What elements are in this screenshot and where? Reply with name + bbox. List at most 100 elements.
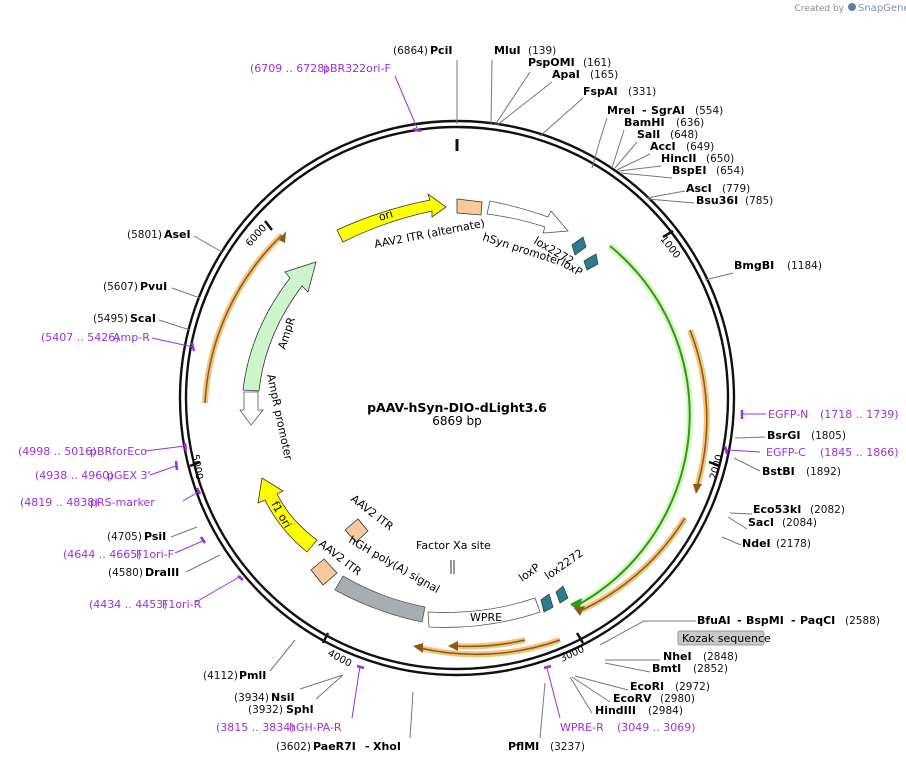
loxp-bottom-feature xyxy=(540,593,554,613)
enzyme-pos: (3934) xyxy=(234,692,269,704)
enzyme-label: SphI xyxy=(286,703,314,716)
enzyme-label: BspMI xyxy=(746,614,784,627)
primer-label: WPRE-R xyxy=(560,721,604,734)
primer-label: EGFP-N xyxy=(768,408,808,421)
enzyme-pos: (2852) xyxy=(693,663,728,675)
enzyme-label: HincII xyxy=(661,152,697,165)
primer-connectors xyxy=(144,75,766,719)
snapgene-logo-icon xyxy=(848,3,856,11)
loxp-top-label: loxP xyxy=(559,256,585,279)
enzyme-label: BmgBI xyxy=(734,259,774,272)
enzyme-label: MreI xyxy=(607,104,635,117)
enzyme-label: EcoRI xyxy=(630,680,664,693)
loxp-top-feature xyxy=(583,253,599,271)
snapgene-brand: SnapGene xyxy=(858,3,906,14)
tick-4000: 4000 xyxy=(326,648,354,670)
enzyme-pos: (3602) xyxy=(276,741,311,753)
loxp-bottom-label: loxP xyxy=(516,561,542,585)
enzyme-label: PmlI xyxy=(239,669,266,682)
enzyme-label: BamHI xyxy=(624,116,665,129)
enzyme-pos: (4112) xyxy=(203,670,238,682)
primer-labels: (6709 .. 6728) pBR322ori-F EGFP-N (1718 … xyxy=(18,62,899,734)
factor-xa-label: Factor Xa site xyxy=(416,539,491,552)
enzyme-label: PspOMI xyxy=(528,56,575,69)
enzyme-pos: (2848) xyxy=(703,651,738,663)
enzyme-pos: (6864) xyxy=(393,45,428,57)
ori-label: ori xyxy=(377,207,394,224)
insert-glow xyxy=(574,243,694,610)
enzyme-separator: - xyxy=(737,614,742,627)
hgh-polya-feature xyxy=(334,575,426,623)
enzyme-pos: (2082) xyxy=(810,504,845,516)
enzyme-pos: (139) xyxy=(528,45,556,57)
primer-range: (4938 .. 4960) xyxy=(35,469,114,482)
enzyme-label: BmtI xyxy=(652,662,681,675)
enzyme-pos: (1892) xyxy=(806,466,841,478)
enzyme-separator: - xyxy=(791,614,796,627)
f1-ori-feature xyxy=(257,477,318,553)
primer-label: pGEX 3' xyxy=(107,469,151,482)
enzyme-pos: (165) xyxy=(590,69,618,81)
insert-arc xyxy=(575,245,691,607)
primer-label: Amp-R xyxy=(113,331,150,344)
enzyme-separator: - xyxy=(365,740,370,753)
enzyme-label: SalI xyxy=(637,128,660,141)
enzyme-label: SacI xyxy=(748,516,774,529)
enzyme-label: AscI xyxy=(686,182,712,195)
primer-range: (4819 .. 4838) xyxy=(20,496,99,509)
enzyme-label: BspEI xyxy=(672,164,706,177)
primer-range: (5407 .. 5426) xyxy=(41,331,120,344)
enzyme-label: AseI xyxy=(164,228,191,241)
enzyme-pos: (161) xyxy=(583,57,611,69)
tick-1000: 1000 xyxy=(658,234,682,261)
enzyme-label: AccI xyxy=(650,140,676,153)
enzyme-label: DraIII xyxy=(145,566,179,579)
enzyme-pos: (2178) xyxy=(776,538,811,550)
enzyme-label: EcoRV xyxy=(613,692,652,705)
enzyme-pos: (3237) xyxy=(550,741,585,753)
enzyme-pos: (779) xyxy=(722,183,750,195)
enzyme-pos: (2984) xyxy=(648,705,683,717)
enzyme-pos: (1184) xyxy=(787,260,822,272)
enzyme-label: NheI xyxy=(663,650,692,663)
enzyme-connectors xyxy=(158,59,766,739)
created-by-text: Created by xyxy=(794,4,844,14)
enzyme-label: Bsu36I xyxy=(696,194,738,207)
lox2272-top-feature xyxy=(571,236,587,256)
primer-range: (4998 .. 5016) xyxy=(18,445,97,458)
tick-5000-mark xyxy=(189,460,201,468)
primer-label: pRS-marker xyxy=(90,496,155,509)
aav2-itr-2-feature xyxy=(310,558,338,586)
enzyme-label: BsrGI xyxy=(767,429,800,442)
enzyme-label: PaqCI xyxy=(800,614,835,627)
ampr-feature xyxy=(242,261,317,392)
tick-2000-mark xyxy=(708,460,721,468)
enzyme-pos: (649) xyxy=(686,141,714,153)
enzyme-label: MluI xyxy=(494,44,521,57)
enzyme-label: NdeI xyxy=(742,537,771,550)
kozak-label: Kozak sequence xyxy=(682,632,771,645)
aav2-itr-alt-feature xyxy=(456,198,483,216)
primer-range: (3815 .. 3834) xyxy=(216,721,295,734)
enzyme-label: PaeR7I xyxy=(313,740,356,753)
enzyme-label: BfuAI xyxy=(697,614,731,627)
aav2-itr-1-feature xyxy=(344,518,369,543)
enzyme-pos: (554) xyxy=(695,105,723,117)
primer-label: EGFP-C xyxy=(766,446,806,459)
enzyme-label: ScaI xyxy=(130,312,156,325)
primer-range: (3049 .. 3069) xyxy=(617,721,696,734)
enzyme-pos: (636) xyxy=(676,117,704,129)
enzyme-pos: (654) xyxy=(716,165,744,177)
orf-arcs xyxy=(202,231,710,658)
primer-label: hGH-PA-R xyxy=(289,721,342,734)
enzyme-pos: (2084) xyxy=(782,517,817,529)
enzyme-pos: (4580) xyxy=(108,567,143,579)
enzyme-label: PsiI xyxy=(144,530,166,543)
enzyme-label: Eco53kI xyxy=(753,503,801,516)
enzyme-label: BstBI xyxy=(762,465,795,478)
enzyme-pos: (3932) xyxy=(248,704,283,716)
lox2272-bottom-feature xyxy=(555,585,569,604)
primer-label: pBRforEco xyxy=(90,445,147,458)
enzyme-labels: (6864) PciI MluI (139) PspOMI (161) ApaI… xyxy=(93,44,880,753)
